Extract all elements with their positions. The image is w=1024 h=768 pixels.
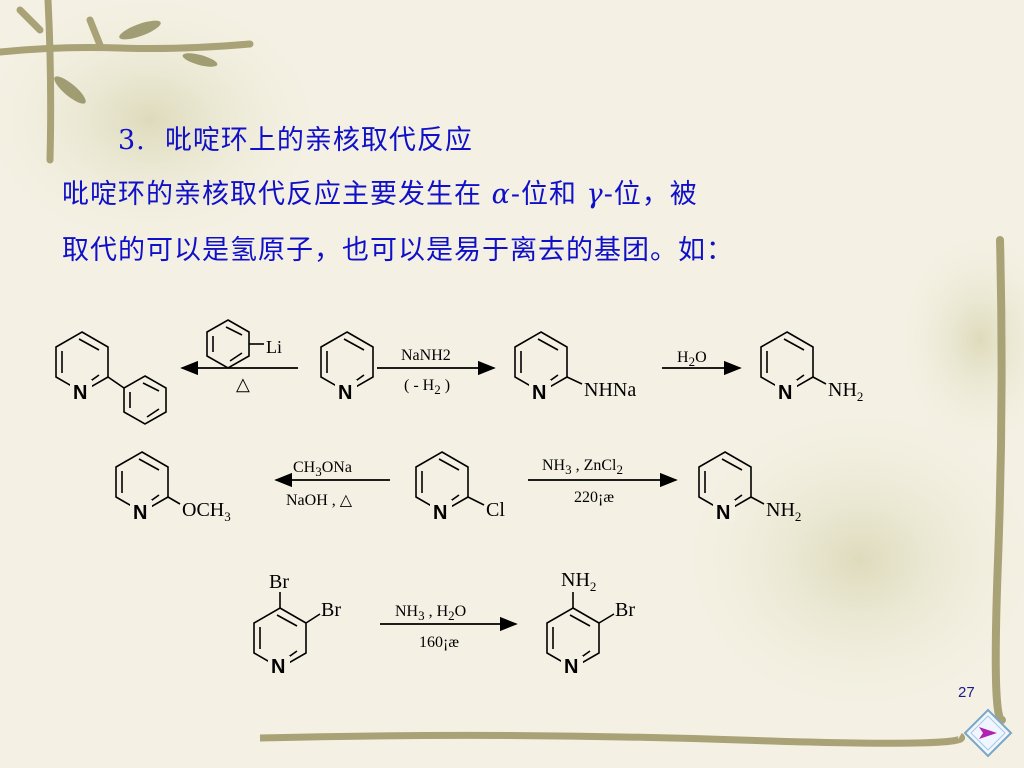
molecule-2-aminopyridine-1: N NH2	[760, 331, 863, 404]
svg-text:N: N	[271, 656, 285, 678]
arrow-right-icon	[979, 727, 997, 739]
molecule-pyridine: N	[320, 331, 374, 404]
molecule-2-methoxypyridine: N OCH3	[115, 451, 231, 524]
molecule-3-4-dibromopyridine: N Br Br	[253, 571, 341, 678]
svg-text:Cl: Cl	[486, 499, 505, 521]
svg-text:N: N	[73, 382, 87, 404]
molecule-2-phenylpyridine: N	[55, 331, 167, 425]
svg-text:Br: Br	[321, 599, 341, 621]
paragraph-line-1: 吡啶环的亲核取代反应主要发生在 α-位和 γ-位，被	[62, 179, 698, 210]
svg-text:NH2: NH2	[828, 379, 863, 404]
reagent-minus-h2: ( - H2 )	[404, 377, 450, 397]
svg-text:N: N	[338, 382, 352, 404]
svg-text:N: N	[716, 502, 730, 524]
reagent-ammonia-water: NH3 , H2O	[395, 603, 466, 623]
svg-text:Li: Li	[266, 337, 282, 357]
svg-text:N: N	[433, 502, 447, 524]
page-number: 27	[958, 684, 975, 701]
svg-text:NH2: NH2	[766, 499, 801, 524]
reagent-nanh2: NaNH2	[401, 347, 451, 364]
condition-220c: 220¡æ	[574, 489, 614, 506]
svg-text:N: N	[532, 382, 546, 404]
svg-text:Br: Br	[269, 571, 289, 593]
bamboo-decoration-top	[0, 0, 254, 164]
alpha-symbol: α	[491, 179, 511, 210]
molecule-4-amino-3-bromopyridine: N NH2 Br	[546, 569, 635, 678]
svg-text:NH2: NH2	[561, 569, 596, 594]
svg-text:N: N	[778, 382, 792, 404]
condition-heat: △	[236, 374, 250, 394]
molecule-2-aminopyridine-2: N NH2	[698, 451, 801, 524]
condition-naoh-heat: NaOH , △	[286, 492, 353, 509]
svg-text:N: N	[564, 656, 578, 678]
svg-text:NHNa: NHNa	[584, 379, 636, 401]
reagent-sodium-methoxide: CH3ONa	[293, 459, 352, 479]
reagent-ammonia-zncl2: NH3 , ZnCl2	[542, 457, 623, 477]
bamboo-decoration-right	[991, 236, 1006, 724]
reagent-water: H2O	[677, 349, 707, 369]
paragraph-line-2: 取代的可以是氢原子，也可以是易于离去的基团。如：	[62, 235, 734, 266]
svg-text:Br: Br	[615, 599, 635, 621]
condition-160c: 160¡æ	[419, 634, 459, 651]
svg-text:OCH3: OCH3	[182, 499, 231, 524]
reagent-phenyllithium: Li	[206, 319, 282, 369]
bamboo-decoration-bottom	[259, 731, 965, 747]
section-heading: 3. 吡啶环上的亲核取代反应	[118, 125, 473, 156]
molecule-sodium-pyridylamide: N NHNa	[514, 331, 636, 404]
gamma-symbol: γ	[586, 179, 604, 210]
next-slide-button[interactable]	[963, 708, 1013, 758]
svg-text:N: N	[133, 502, 147, 524]
molecule-2-chloropyridine: N Cl	[415, 451, 505, 524]
